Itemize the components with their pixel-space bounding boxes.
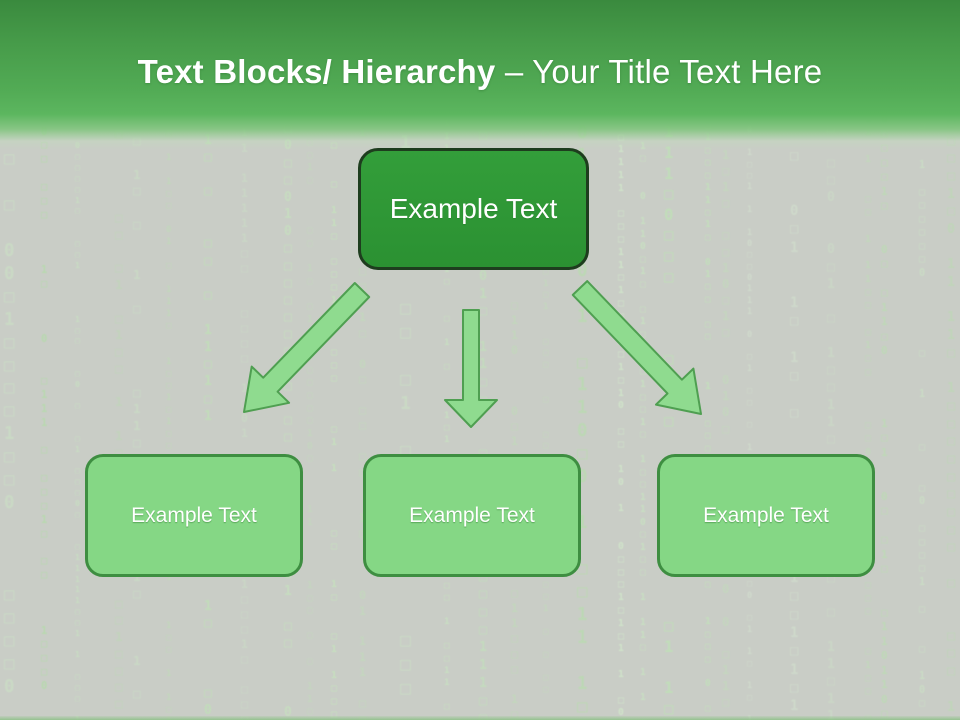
slide-title-regular-part: Your Title Text Here [532,53,823,90]
slide-title-separator: – [495,53,533,90]
hierarchy-root-box[interactable]: Example Text [358,148,589,270]
bottom-accent-line [0,716,960,720]
slide-header-band: Text Blocks/ Hierarchy – Your Title Text… [0,0,960,150]
slide-title-bold-part: Text Blocks/ Hierarchy [137,53,496,90]
hierarchy-child-label-2: Example Text [409,503,535,527]
hierarchy-child-box-2[interactable]: Example Text [363,454,581,577]
hierarchy-child-label-1: Example Text [131,503,257,527]
slide-title: Text Blocks/ Hierarchy – Your Title Text… [0,53,960,90]
hierarchy-child-box-1[interactable]: Example Text [85,454,303,577]
hierarchy-root-label: Example Text [389,193,558,224]
binary-rain-column: □ 1 1 □ □ □ 0 □ 1 1 □ 1 □ □ 1 1 1 □ 1 □ … [790,1,799,720]
hierarchy-child-label-3: Example Text [703,503,829,527]
hierarchy-child-box-3[interactable]: Example Text [657,454,875,577]
